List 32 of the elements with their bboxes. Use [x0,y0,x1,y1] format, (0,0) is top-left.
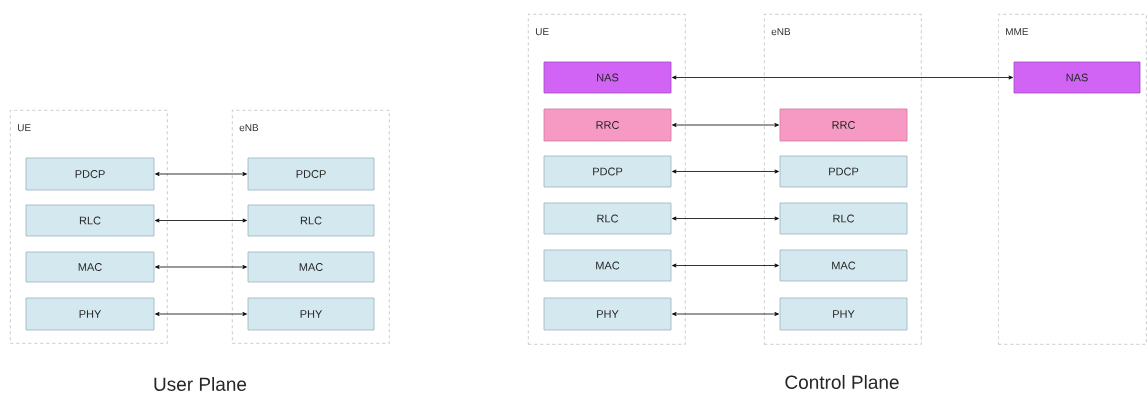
protocol-layer-box: PDCP [543,155,672,188]
protocol-layer-box: RLC [25,204,155,237]
double-arrow [672,123,779,127]
double-arrow [672,216,779,221]
plane-title: Control Plane [785,375,899,389]
protocol-layer-box: PDCP [25,157,155,191]
double-arrow [155,172,247,176]
double-arrow [672,263,779,268]
double-arrow [155,218,247,223]
double-arrow [155,312,247,316]
protocol-layer-box: RLC [543,202,672,235]
protocol-layer-box: PDCP [247,157,375,191]
protocol-layer-box: RRC [779,108,908,142]
protocol-layer-box: MAC [779,249,908,282]
protocol-layer-box: MAC [543,249,672,282]
double-arrow [155,265,247,269]
protocol-layer-box: RLC [779,202,908,235]
double-arrow [672,169,779,174]
protocol-layer-box: PDCP [779,155,908,188]
protocol-layer-box: NAS [543,61,672,94]
double-arrow [672,75,1013,80]
protocol-layer-box: PHY [25,297,155,331]
protocol-layer-box: MAC [247,251,375,283]
protocol-layer-box: MAC [25,251,155,283]
protocol-layer-box: RRC [543,108,672,142]
protocol-layer-box: PHY [247,297,375,331]
plane-title: User Plane [154,377,247,391]
double-arrow [672,312,779,316]
protocol-layer-box: RLC [247,204,375,237]
protocol-layer-box: PHY [779,297,908,331]
protocol-layer-box: PHY [543,297,672,331]
protocol-layer-box: NAS [1013,61,1141,94]
